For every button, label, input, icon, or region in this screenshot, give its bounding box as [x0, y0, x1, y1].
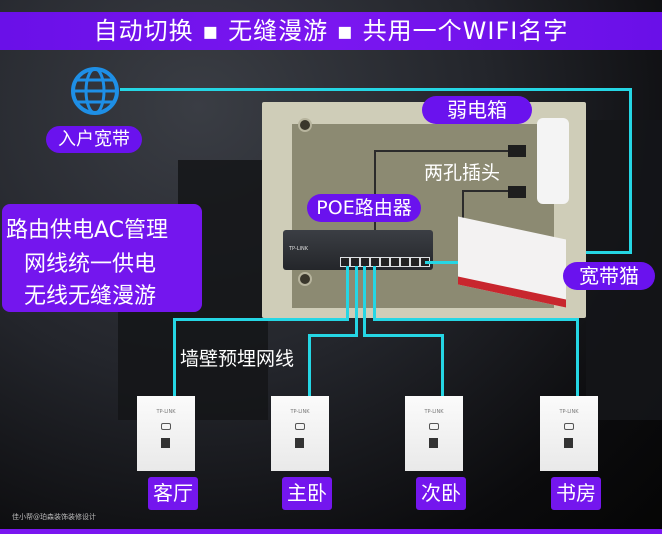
- wire-router-modem: [425, 261, 470, 264]
- led-icon: [295, 423, 305, 430]
- poe-router: TP-LINK: [283, 230, 433, 270]
- wire-master: [355, 266, 358, 336]
- led-icon: [429, 423, 439, 430]
- ethernet-port-icon: [295, 438, 304, 448]
- feature-line: 路由供电AC管理: [6, 218, 169, 243]
- panel-brand: TP-LINK: [424, 409, 444, 415]
- power-cable: [374, 150, 376, 232]
- wire-living: [173, 318, 349, 321]
- wire-internet: [120, 88, 632, 91]
- feature-line: 网线统一供电: [24, 252, 157, 277]
- wire-study: [373, 266, 376, 321]
- wire-second: [441, 334, 444, 396]
- wall-ap-panel-master: TP-LINK: [271, 396, 329, 471]
- two-pin-plug-icon: [508, 145, 526, 157]
- wire-study: [373, 318, 579, 321]
- globe-icon: [71, 67, 119, 115]
- wire-second: [363, 334, 444, 337]
- banner-title: 自动切换 ▪ 无缝漫游 ▪ 共用一个WIFI名字: [0, 12, 662, 50]
- wire-study: [576, 318, 579, 396]
- router-ports: [340, 257, 430, 267]
- features-box: 路由供电AC管理 网线统一供电 无线无缝漫游: [2, 204, 202, 312]
- wall-wiring-label: 墙壁预埋网线: [180, 348, 295, 370]
- wire-master: [308, 334, 358, 337]
- wall-ap-panel-living: TP-LINK: [137, 396, 195, 471]
- wire-modem: [555, 251, 632, 254]
- wall-ap-panel-second: TP-LINK: [405, 396, 463, 471]
- ethernet-port-icon: [161, 438, 170, 448]
- bottom-bar: [0, 529, 662, 534]
- panel-brand: TP-LINK: [290, 409, 310, 415]
- room-label-master: 主卧: [282, 477, 332, 510]
- modem-label: 宽带猫: [563, 262, 655, 290]
- feature-line: 无线无缝漫游: [24, 284, 157, 309]
- room-label-second: 次卧: [416, 477, 466, 510]
- two-pin-plug-label: 两孔插头: [424, 162, 501, 184]
- ethernet-port-icon: [564, 438, 573, 448]
- power-cable: [462, 190, 512, 192]
- room-label-living: 客厅: [148, 477, 198, 510]
- panel-brand: TP-LINK: [559, 409, 579, 415]
- led-icon: [564, 423, 574, 430]
- internet-label: 入户宽带: [46, 126, 142, 153]
- wall-ap-panel-study: TP-LINK: [540, 396, 598, 471]
- watermark: 佳小帮@珀森装饰装修设计: [12, 513, 96, 521]
- wire-second: [363, 266, 366, 336]
- ethernet-port-icon: [429, 438, 438, 448]
- router-brand: TP-LINK: [289, 246, 309, 252]
- panel-brand: TP-LINK: [156, 409, 176, 415]
- power-cable: [374, 150, 514, 152]
- power-strip: [537, 118, 569, 204]
- wire-living: [173, 318, 176, 396]
- poe-router-label: POE路由器: [307, 194, 421, 222]
- wire-master: [308, 334, 311, 396]
- weak-current-box-label: 弱电箱: [422, 96, 532, 124]
- wire-living: [346, 266, 349, 321]
- room-label-study: 书房: [551, 477, 601, 510]
- led-icon: [161, 423, 171, 430]
- wire-internet-down: [629, 88, 632, 253]
- two-pin-plug-icon: [508, 186, 526, 198]
